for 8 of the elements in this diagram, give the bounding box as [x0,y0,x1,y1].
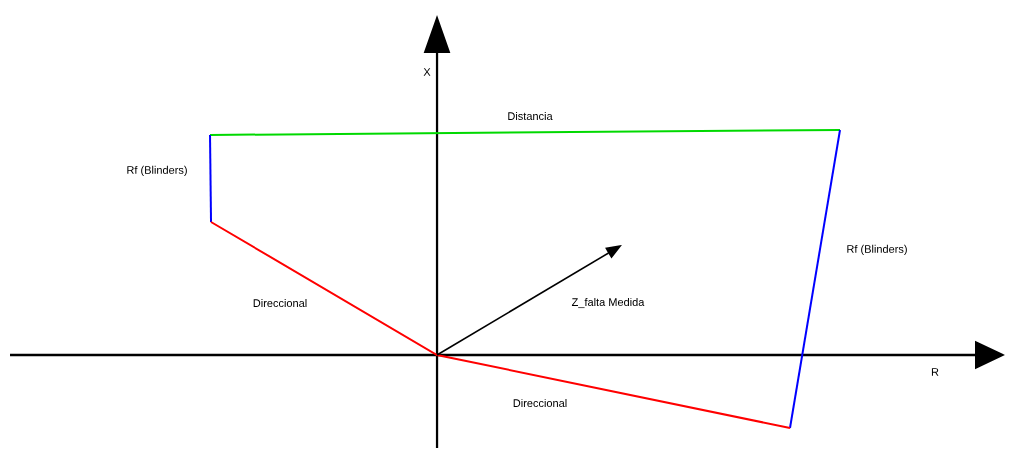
line-label: Rf (Blinders) [847,244,907,256]
axis-label: R [931,368,939,376]
line-label: Direccional [253,298,307,308]
line-label: Distancia [508,111,553,121]
line-label: Direccional [513,398,567,408]
arrow-label: Z_falta Medida [571,297,645,309]
axis-label: X [423,68,431,76]
line-label: Rf (Blinders) [127,165,187,177]
